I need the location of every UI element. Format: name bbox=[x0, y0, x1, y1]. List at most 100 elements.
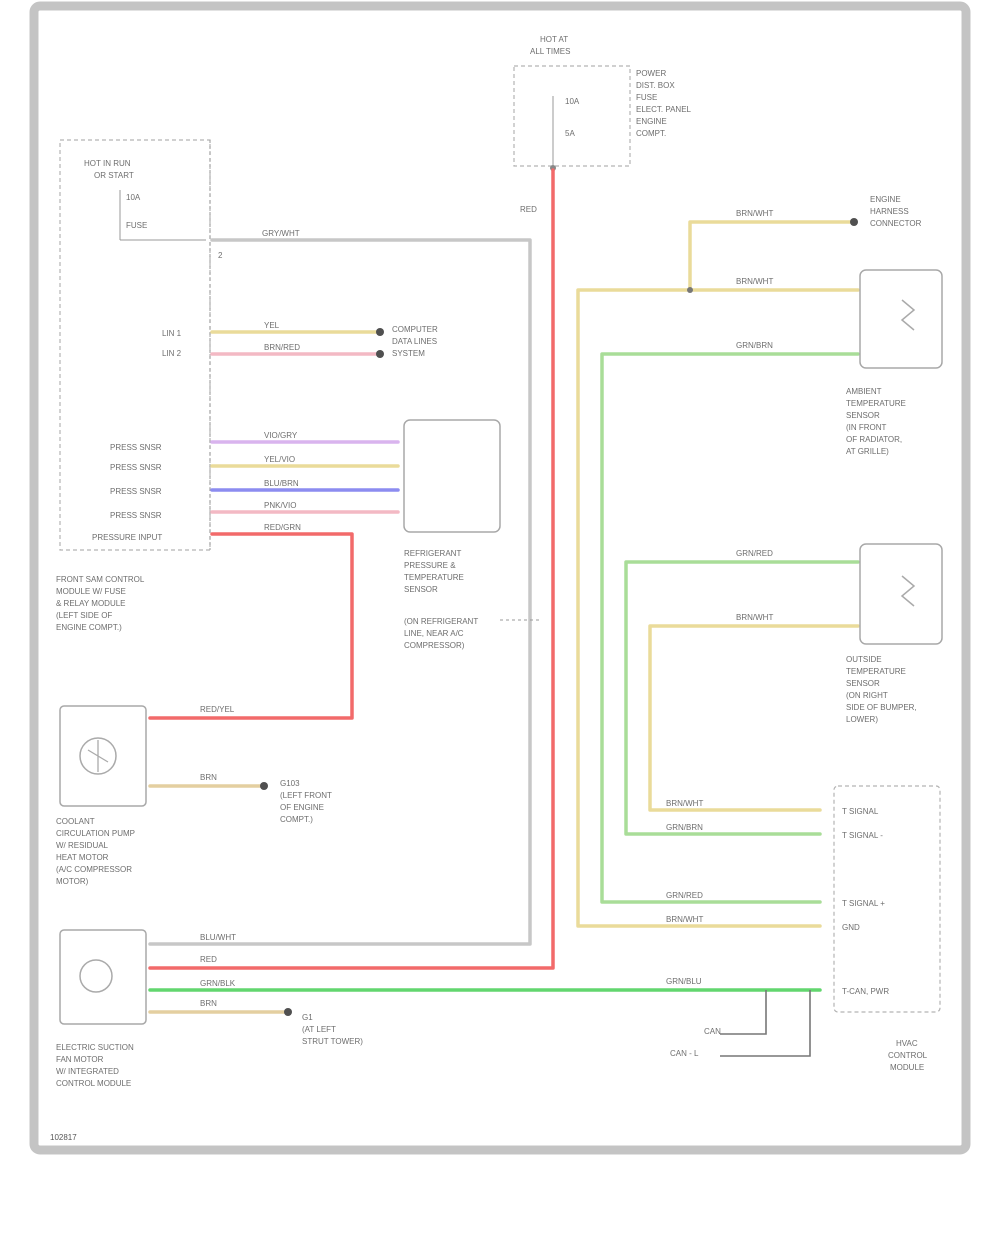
sensor-mid-caption-5: (ON REFRIGERANT bbox=[404, 617, 478, 626]
wire-label-red-top: RED bbox=[520, 205, 537, 214]
pin-right-2: T SIGNAL - bbox=[842, 831, 883, 840]
left-box-title-1: HOT IN RUN bbox=[84, 159, 131, 168]
blower-caption-4: CONTROL MODULE bbox=[56, 1079, 131, 1088]
wire-right5 bbox=[648, 624, 860, 812]
sensor-mid-caption-7: COMPRESSOR) bbox=[404, 641, 465, 650]
pin-right-3: T SIGNAL + bbox=[842, 899, 885, 908]
front-sam-module: HOT IN RUN OR START 10A FUSE 2 LIN 1 LIN… bbox=[56, 139, 223, 632]
wire-label-mid-5: RED/GRN bbox=[264, 523, 301, 532]
wire-label-mid-3: BLU/BRN bbox=[264, 479, 299, 488]
wire-label-gray-top: GRY/WHT bbox=[262, 229, 300, 238]
wire-right-top bbox=[688, 220, 856, 292]
sensor-right2-caption-4: (ON RIGHT bbox=[846, 691, 888, 700]
wire-right3 bbox=[600, 352, 860, 904]
right-module-caption-3: MODULE bbox=[890, 1063, 924, 1072]
wire-label-right4: GRN/RED bbox=[736, 549, 773, 558]
right-module-caption-1: HVAC bbox=[896, 1039, 918, 1048]
top-fuse-list-4: ELECT. PANEL bbox=[636, 105, 692, 114]
blower-wire-1: BLU/WHT bbox=[200, 933, 236, 942]
dest-ground-3: OF ENGINE bbox=[280, 803, 324, 812]
sensor-right1-caption-4: (IN FRONT bbox=[846, 423, 887, 432]
blower-caption-2: FAN MOTOR bbox=[56, 1055, 104, 1064]
can-link-2 bbox=[720, 990, 811, 1057]
sensor-right1-caption-3: SENSOR bbox=[846, 411, 880, 420]
sensor-right2-caption-3: SENSOR bbox=[846, 679, 880, 688]
pin-mid-4: PRESS SNSR bbox=[110, 511, 162, 520]
blower-caption-1: ELECTRIC SUCTION bbox=[56, 1043, 134, 1052]
top-fuse-list-1: POWER bbox=[636, 69, 666, 78]
lower-left-caption-2: CIRCULATION PUMP bbox=[56, 829, 135, 838]
top-fuse-list-6: COMPT. bbox=[636, 129, 666, 138]
dest-g1-2: (AT LEFT bbox=[302, 1025, 336, 1034]
wire-label-mid-4: PNK/VIO bbox=[264, 501, 296, 510]
top-fuse-label-2: ALL TIMES bbox=[530, 47, 570, 56]
wire-label-lin2: BRN/RED bbox=[264, 343, 300, 352]
left-module-caption-4: (LEFT SIDE OF bbox=[56, 611, 112, 620]
wire-label-lin1: YEL bbox=[264, 321, 280, 330]
blower-wire-4: BRN bbox=[200, 999, 217, 1008]
wire-label-mid-2: YEL/VIO bbox=[264, 455, 295, 464]
top-fuse-label-1: HOT AT bbox=[540, 35, 568, 44]
outside-temperature-sensor: OUTSIDE TEMPERATURE SENSOR (ON RIGHT SID… bbox=[846, 543, 943, 724]
can-link-1 bbox=[720, 990, 767, 1035]
pin-mid-1: PRESS SNSR bbox=[110, 443, 162, 452]
wire-label-mid-1: VIO/GRY bbox=[264, 431, 298, 440]
wire-red-main bbox=[148, 168, 555, 970]
wire-label-yel-blk: BRN bbox=[200, 773, 217, 782]
lower-left-caption-1: COOLANT bbox=[56, 817, 95, 826]
dest-right-top-1: ENGINE bbox=[870, 195, 901, 204]
sensor-right1-caption-6: AT GRILLE) bbox=[846, 447, 889, 456]
sensor-mid-caption-6: LINE, NEAR A/C bbox=[404, 629, 464, 638]
blower-caption-3: W/ INTEGRATED bbox=[56, 1067, 119, 1076]
wire-label-group-1: BRN/WHT bbox=[666, 799, 703, 808]
coolant-circulation-pump: COOLANT CIRCULATION PUMP W/ RESIDUAL HEA… bbox=[56, 705, 147, 886]
bottom-link-label-2: CAN - L bbox=[670, 1049, 699, 1058]
left-module-caption-1: FRONT SAM CONTROL bbox=[56, 575, 145, 584]
blower-wire-2: RED bbox=[200, 955, 217, 964]
wire-right4 bbox=[624, 560, 860, 836]
top-fuse-list-5: ENGINE bbox=[636, 117, 667, 126]
refrigerant-sensor: REFRIGERANT PRESSURE & TEMPERATURE SENSO… bbox=[403, 419, 540, 650]
left-module-caption-5: ENGINE COMPT.) bbox=[56, 623, 122, 632]
sensor-right2-caption-1: OUTSIDE bbox=[846, 655, 882, 664]
dest-right-top-3: CONNECTOR bbox=[870, 219, 922, 228]
left-box-inner-1: 10A bbox=[126, 193, 141, 202]
pin-row-2: LIN 2 bbox=[162, 349, 182, 358]
sensor-mid-caption-4: SENSOR bbox=[404, 585, 438, 594]
wire-label-group-3: GRN/RED bbox=[666, 891, 703, 900]
bottom-link-label-1: CAN bbox=[704, 1027, 721, 1036]
wire-gray-top bbox=[148, 238, 532, 946]
hvac-control-module: T SIGNAL T SIGNAL - T SIGNAL + GND T-CAN… bbox=[833, 785, 941, 1072]
pin-right-1: T SIGNAL bbox=[842, 807, 879, 816]
top-fuse-list-2: DIST. BOX bbox=[636, 81, 675, 90]
sensor-right2-caption-6: LOWER) bbox=[846, 715, 878, 724]
sensor-mid-caption-1: REFRIGERANT bbox=[404, 549, 461, 558]
wire-label-bottom: GRN/BLU bbox=[666, 977, 702, 986]
dest-g1-3: STRUT TOWER) bbox=[302, 1037, 363, 1046]
pin-mid-3: PRESS SNSR bbox=[110, 487, 162, 496]
pin-top-left: 2 bbox=[218, 251, 223, 260]
lower-left-caption-6: MOTOR) bbox=[56, 877, 89, 886]
wire-mid-5 bbox=[148, 532, 354, 720]
dest-right-top-2: HARNESS bbox=[870, 207, 909, 216]
left-module-caption-2: MODULE W/ FUSE bbox=[56, 587, 126, 596]
lower-left-caption-5: (A/C COMPRESSOR bbox=[56, 865, 132, 874]
wire-label-group-2: GRN/BRN bbox=[666, 823, 703, 832]
wire-right2 bbox=[576, 288, 860, 928]
dest-lin-3: SYSTEM bbox=[392, 349, 425, 358]
top-fuse-box: HOT AT ALL TIMES 10A 5A POWER DIST. BOX … bbox=[513, 35, 692, 171]
pin-mid-5: PRESSURE INPUT bbox=[92, 533, 162, 542]
wire-label-right-top: BRN/WHT bbox=[736, 209, 773, 218]
left-module-caption-3: & RELAY MODULE bbox=[56, 599, 126, 608]
sensor-mid-caption-2: PRESSURE & bbox=[404, 561, 456, 570]
top-fuse-inner-2: 5A bbox=[565, 129, 575, 138]
wire-label-right2: BRN/WHT bbox=[736, 277, 773, 286]
dest-g1-1: G1 bbox=[302, 1013, 313, 1022]
page-number: 102817 bbox=[50, 1133, 77, 1142]
lower-left-caption-3: W/ RESIDUAL bbox=[56, 841, 109, 850]
dest-lin-2: DATA LINES bbox=[392, 337, 437, 346]
dest-ground-4: COMPT.) bbox=[280, 815, 313, 824]
sensor-right2-caption-5: SIDE OF BUMPER, bbox=[846, 703, 917, 712]
ambient-temperature-sensor: AMBIENT TEMPERATURE SENSOR (IN FRONT OF … bbox=[846, 269, 943, 456]
